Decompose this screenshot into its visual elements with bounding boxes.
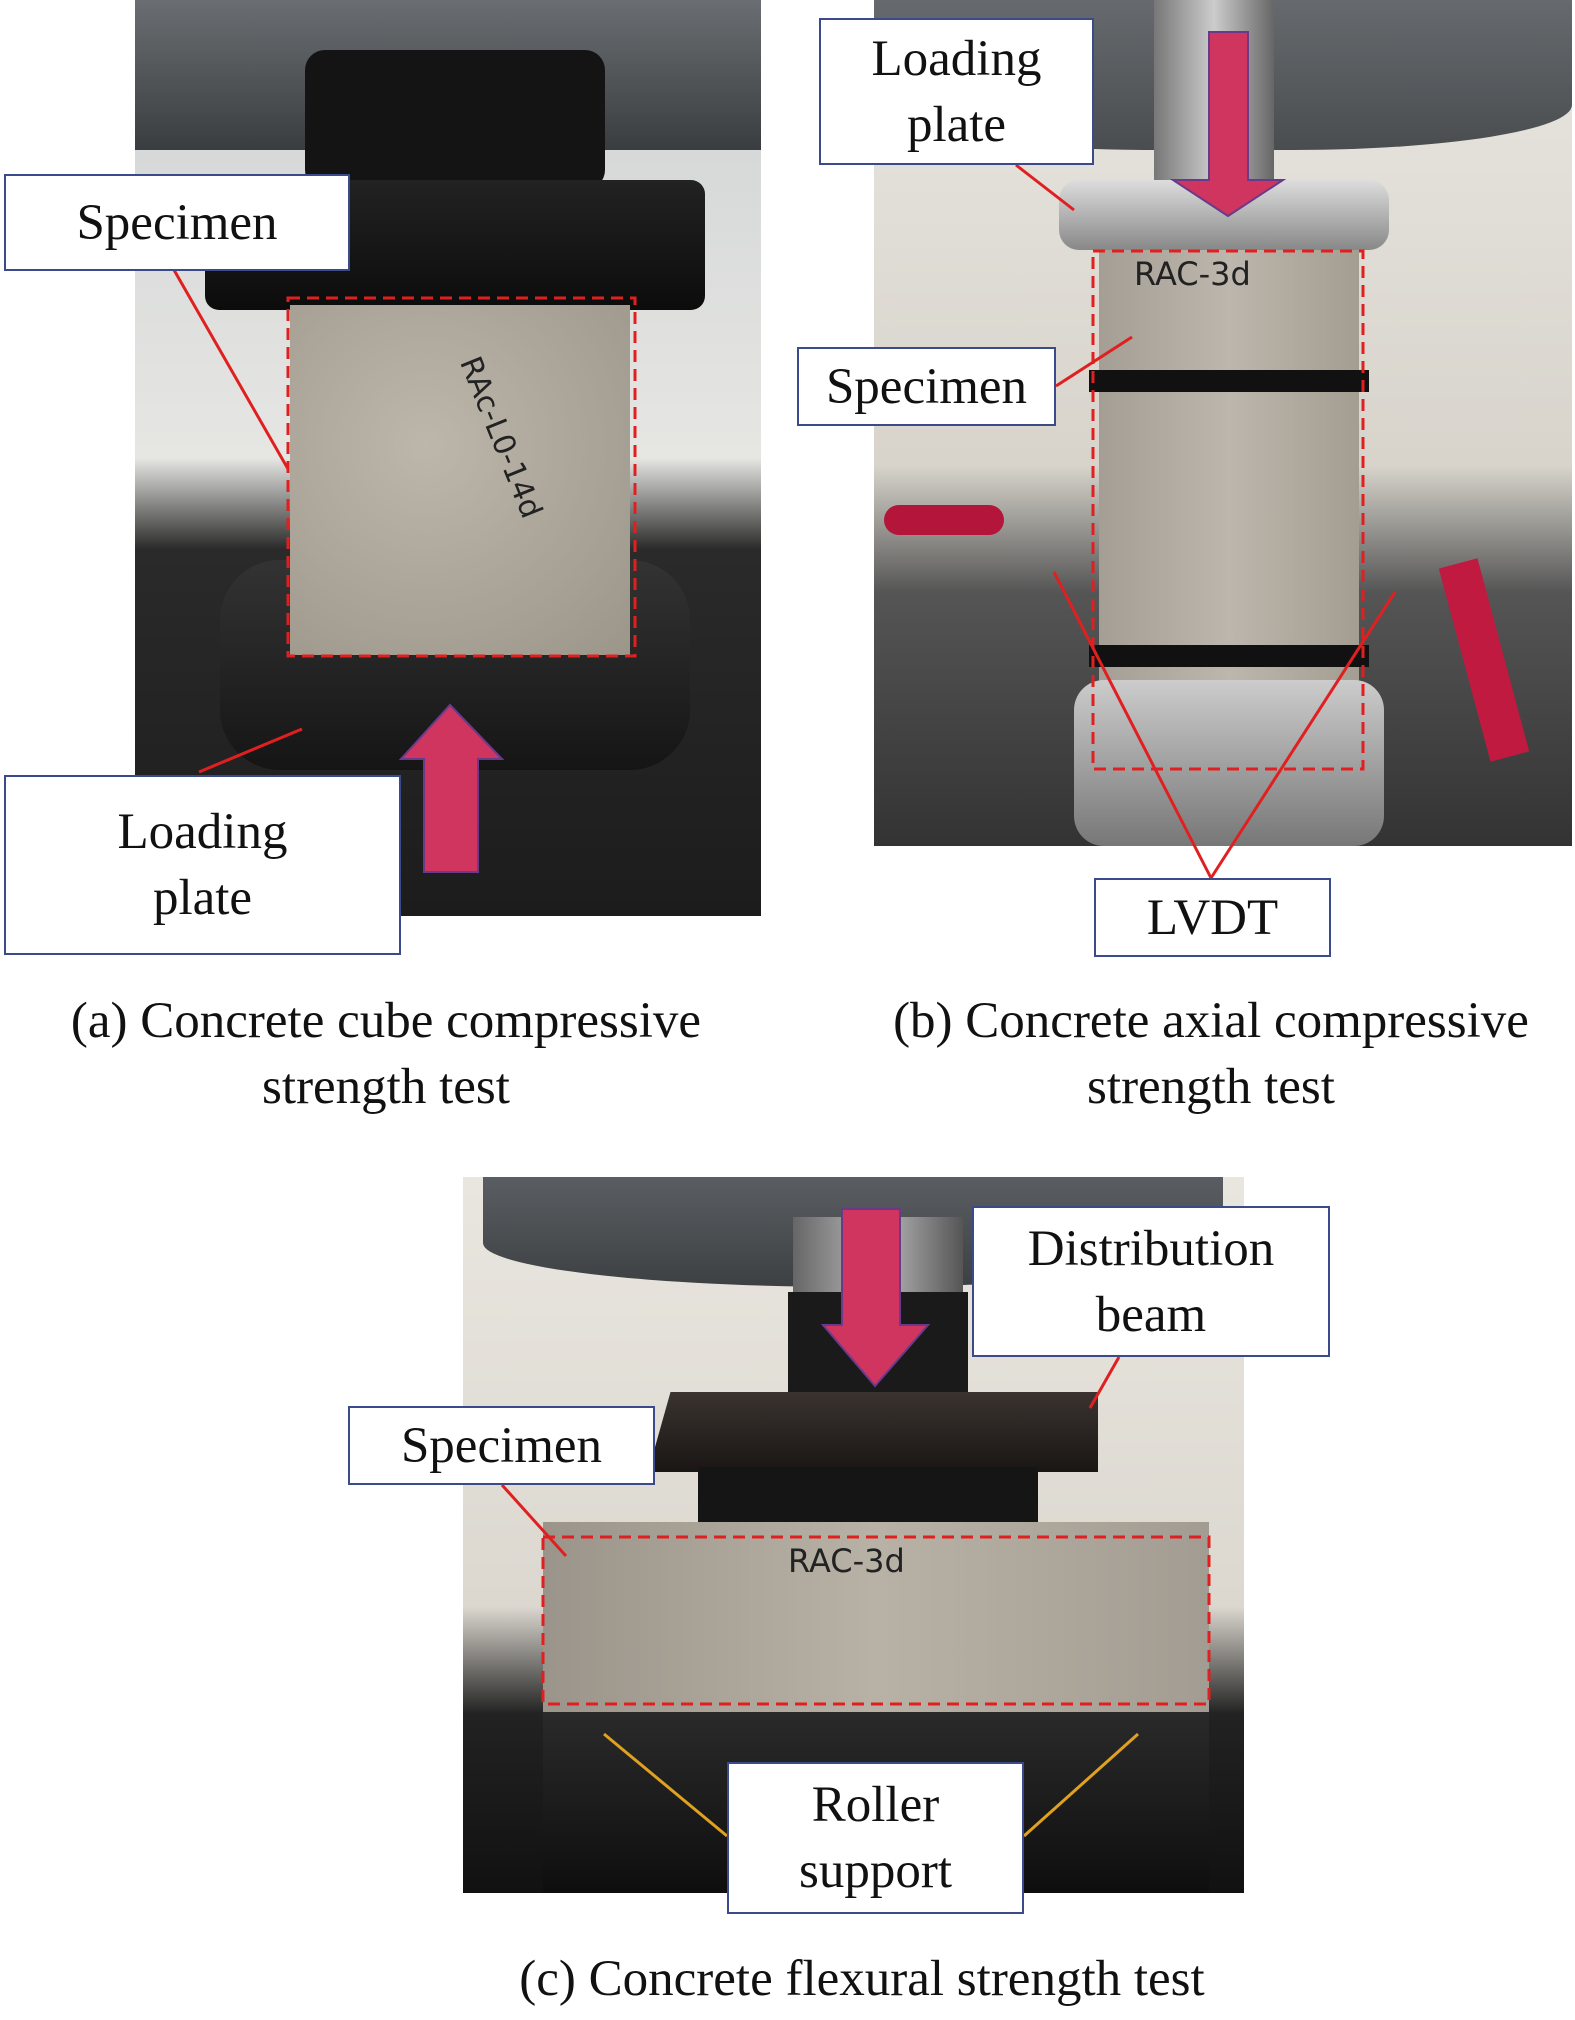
caption-a: (a) Concrete cube compressive strength t… [70, 993, 702, 1115]
label-specimen-c: Specimen [348, 1406, 655, 1485]
leader-line [500, 1483, 568, 1558]
leader-line [1055, 335, 1133, 388]
label-distribution-beam: Distribution beam [972, 1206, 1330, 1357]
specimen-outline-c [541, 1535, 1211, 1706]
leader-line [603, 1732, 728, 1838]
specimen-outline-a [286, 296, 637, 658]
leader-line [1088, 1356, 1121, 1409]
label-lvdt: LVDT [1094, 878, 1331, 957]
load-arrow-down-icon [1169, 31, 1287, 218]
leader-line [172, 269, 290, 470]
specimen-marking: RAC-3d [788, 1542, 905, 1580]
specimen-outline-b [1091, 249, 1365, 771]
label-loading-plate-b: Loading plate [819, 18, 1094, 165]
specimen-marking: RAC-3d [1134, 255, 1251, 293]
label-roller-support: Roller support [727, 1762, 1024, 1914]
load-arrow-up-icon [398, 703, 505, 873]
leader-line [1209, 591, 1397, 879]
leader-line [1022, 1732, 1140, 1838]
leader-line [198, 727, 303, 774]
leader-line [1052, 571, 1213, 879]
load-arrow-down-icon [820, 1208, 931, 1388]
label-specimen-b: Specimen [797, 347, 1056, 426]
leader-line [1015, 163, 1075, 212]
caption-c: (c) Concrete flexural strength test [519, 1951, 1205, 2007]
label-loading-plate-a: Loading plate [4, 775, 401, 955]
label-specimen-a: Specimen [4, 174, 350, 271]
caption-b: (b) Concrete axial compressive strength … [893, 993, 1529, 1115]
